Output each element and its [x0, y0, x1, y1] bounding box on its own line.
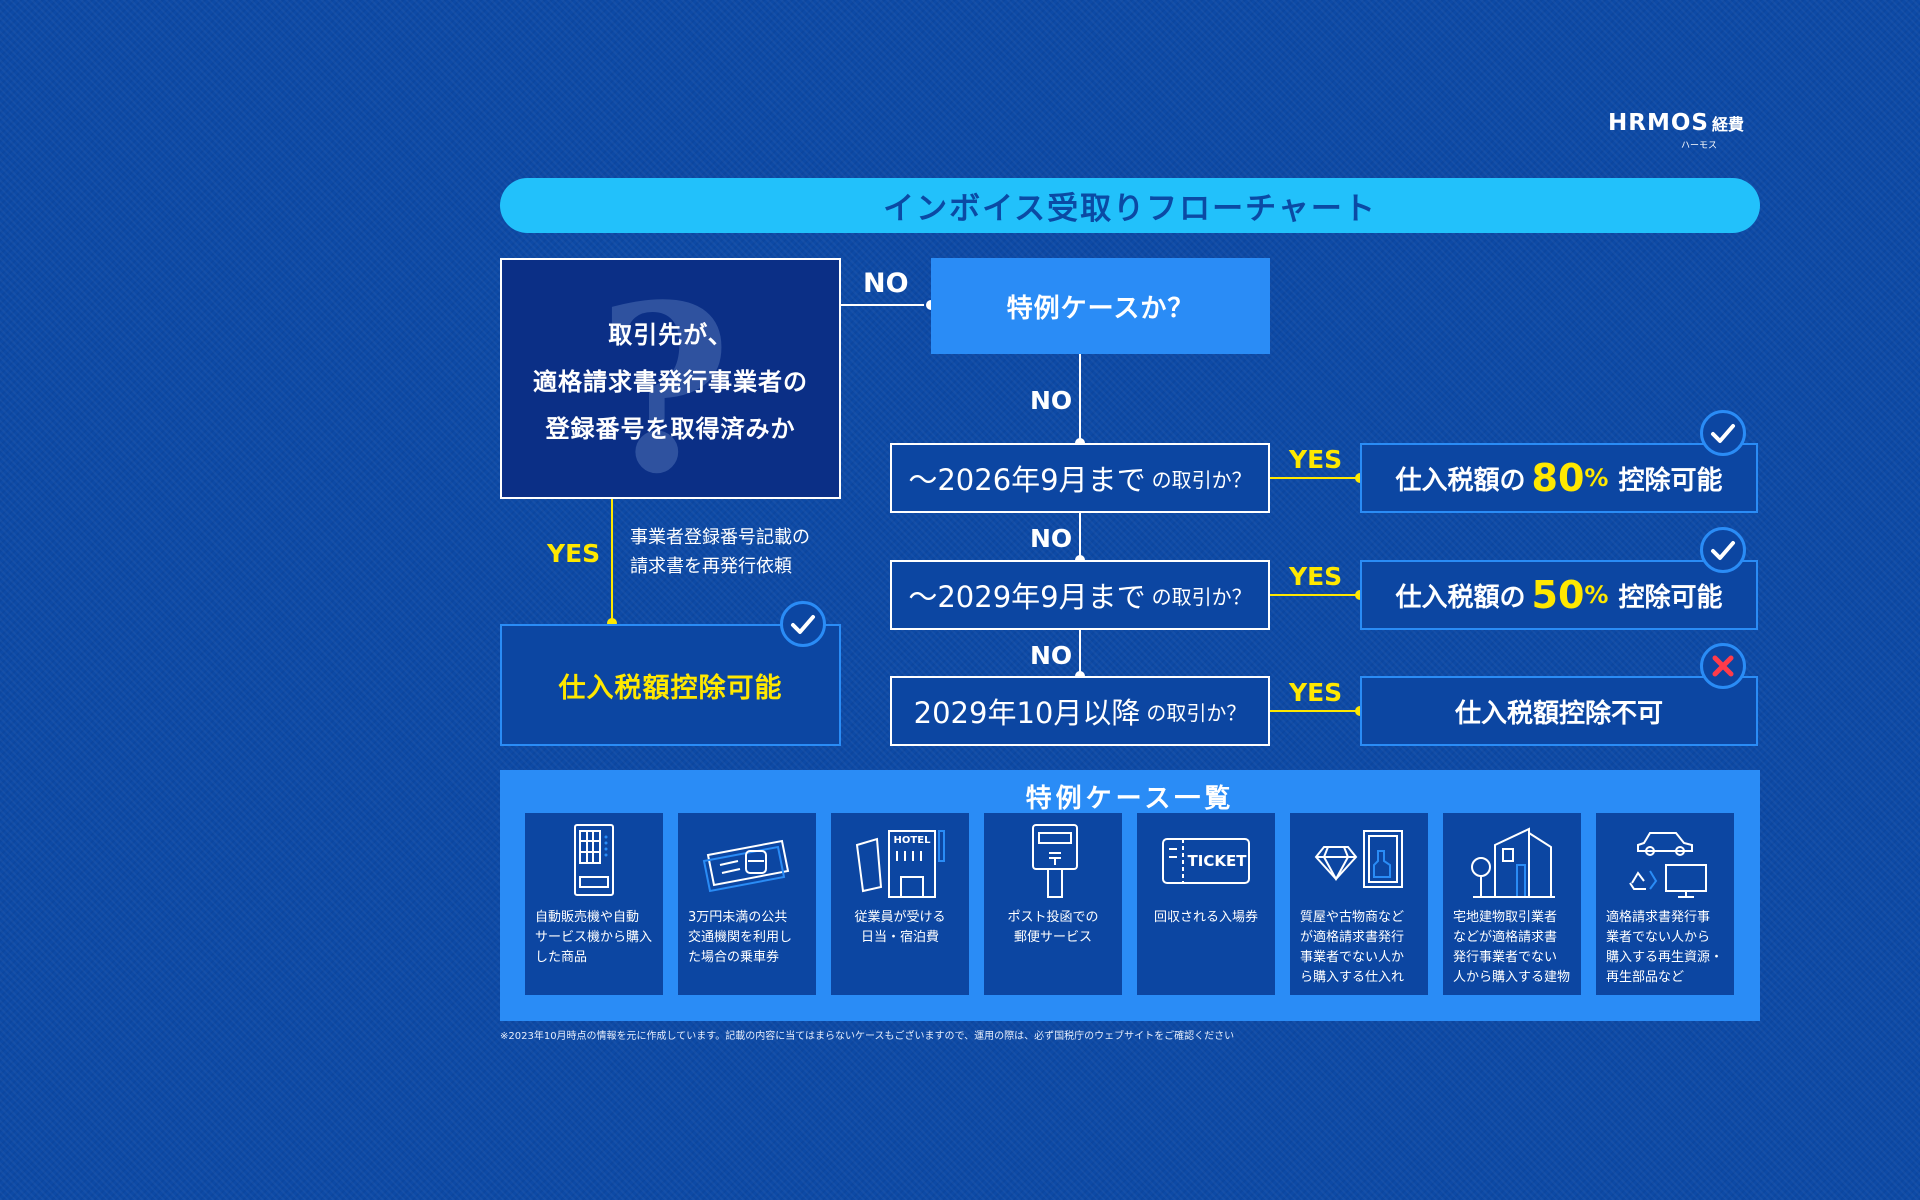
- yes-label: YES: [1289, 562, 1343, 591]
- logo-text: HRMOS: [1608, 110, 1709, 136]
- no-label: NO: [1030, 524, 1073, 553]
- logo-kanji: 経費: [1711, 115, 1744, 134]
- no-label: NO: [1030, 641, 1073, 670]
- no-label: NO: [1030, 386, 1073, 415]
- logo-sub: ハーモス: [1681, 141, 1718, 151]
- yes-label: YES: [1289, 678, 1343, 707]
- diamond-painting-icon: [1314, 830, 1403, 888]
- result-percent-value: 50: [1531, 573, 1585, 617]
- result-suffix: 控除可能: [1618, 465, 1723, 496]
- special-case-box: 特例ケースか？: [931, 258, 1270, 354]
- vending-machine-icon: [574, 824, 614, 896]
- special-case-card: 質屋や古物商など が適格請求書発行 事業者でない人か ら購入する仕入れ: [1290, 813, 1428, 995]
- row-question-main: ～2026年9月まで: [908, 463, 1146, 497]
- row-question-small: の取引か？: [1151, 584, 1252, 609]
- ticket-sign-text: TICKET: [1188, 852, 1248, 870]
- check-icon: [780, 601, 826, 647]
- reissue-line: 請求書を再発行依頼: [630, 556, 792, 577]
- left-result-box: 仕入税額控除可能: [500, 624, 841, 746]
- yes-label: YES: [547, 539, 601, 568]
- special-case-panel: 特例ケース一覧 自動販売機や自動 サービス機から購入 した商品: [500, 770, 1760, 1021]
- card-text: 3万円未満の公共 交通機関を利用し た場合の乗車券: [688, 910, 793, 965]
- question-line: 適格請求書発行事業者の: [533, 368, 808, 396]
- question-row-2029-oct: 2029年10月以降の取引か？: [890, 676, 1270, 746]
- check-icon: [1700, 527, 1746, 573]
- postbox-icon: [1032, 824, 1078, 898]
- panel-title: 特例ケース一覧: [1025, 784, 1235, 814]
- special-case-card: TICKET 回収される入場券: [1137, 813, 1275, 995]
- card-text: 宅地建物取引業者 などが適格請求書 発行事業者でない 人から購入する建物: [1453, 910, 1571, 985]
- row-question-small: の取引か？: [1151, 467, 1252, 492]
- footnote: ※2023年10月時点の情報を元に作成しています。記載の内容に当てはまらないケー…: [500, 1031, 1235, 1042]
- result-row-not-deductible: 仕入税額控除不可: [1360, 676, 1758, 746]
- yes-label: YES: [1289, 445, 1343, 474]
- check-icon: [1700, 410, 1746, 456]
- special-case-card: 宅地建物取引業者 などが適格請求書 発行事業者でない 人から購入する建物: [1443, 813, 1581, 995]
- card-text: 回収される入場券: [1153, 910, 1258, 925]
- train-ticket-icon: [702, 839, 790, 893]
- result-percent-value: 80: [1531, 456, 1585, 500]
- row-question-small: の取引か？: [1146, 700, 1247, 725]
- card-text: ポスト投函での 郵便サービス: [1007, 910, 1099, 945]
- chart-title-bar: インボイス受取りフローチャート: [500, 178, 1760, 233]
- result-percent-sign: %: [1584, 581, 1609, 609]
- special-case-card: 適格請求書発行事 業者でない人から 購入する再生資源・ 再生部品など: [1596, 813, 1734, 995]
- reissue-line: 事業者登録番号記載の: [630, 527, 810, 548]
- cross-icon: [1700, 643, 1746, 689]
- question-line: 取引先が、: [608, 321, 733, 349]
- special-case-card: HOTEL 従業員が受ける 日当・宿泊費: [831, 813, 969, 995]
- row-question-main: 2029年10月以降: [913, 696, 1141, 730]
- result-suffix: 控除可能: [1618, 582, 1723, 613]
- card-text: 質屋や古物商など が適格請求書発行 事業者でない人か ら購入する仕入れ: [1300, 910, 1405, 985]
- question-row-2026: ～2026年9月までの取引か？: [890, 443, 1270, 513]
- result-percent-sign: %: [1584, 464, 1609, 492]
- ticket-icon: TICKET: [1162, 838, 1250, 884]
- chart-title: インボイス受取りフローチャート: [883, 191, 1377, 227]
- special-case-card: 自動販売機や自動 サービス機から購入 した商品: [525, 813, 663, 995]
- question-line: 登録番号を取得済みか: [545, 415, 796, 443]
- result-prefix: 仕入税額の: [1395, 465, 1526, 496]
- special-case-cards: 自動販売機や自動 サービス機から購入 した商品 3万円未満の公共 交通機関を利用…: [525, 813, 1734, 995]
- special-case-card: ポスト投函での 郵便サービス: [984, 813, 1122, 995]
- result-prefix: 仕入税額の: [1395, 582, 1526, 613]
- card-text: 従業員が受ける 日当・宿泊費: [854, 910, 946, 945]
- no-label: NO: [863, 268, 909, 299]
- reissue-note: 事業者登録番号記載の 請求書を再発行依頼: [630, 523, 810, 581]
- question-mark-icon: ?: [597, 258, 732, 499]
- special-case-card: 3万円未満の公共 交通機関を利用し た場合の乗車券: [678, 813, 816, 995]
- recycle-car-pc-icon: [1629, 832, 1707, 898]
- question-text: 取引先が、 適格請求書発行事業者の 登録番号を取得済みか: [502, 312, 839, 453]
- question-box: ? 取引先が、 適格請求書発行事業者の 登録番号を取得済みか: [500, 258, 841, 499]
- hotel-icon: HOTEL: [855, 830, 945, 898]
- row-question-main: ～2029年9月まで: [908, 580, 1146, 614]
- question-row-2029: ～2029年9月までの取引か？: [890, 560, 1270, 630]
- hotel-sign-text: HOTEL: [894, 835, 932, 846]
- card-text: 適格請求書発行事 業者でない人から 購入する再生資源・ 再生部品など: [1606, 910, 1724, 985]
- card-text: 自動販売機や自動 サービス機から購入 した商品: [535, 910, 653, 965]
- building-icon: [1471, 827, 1555, 898]
- result-text: 仕入税額控除不可: [1454, 698, 1663, 729]
